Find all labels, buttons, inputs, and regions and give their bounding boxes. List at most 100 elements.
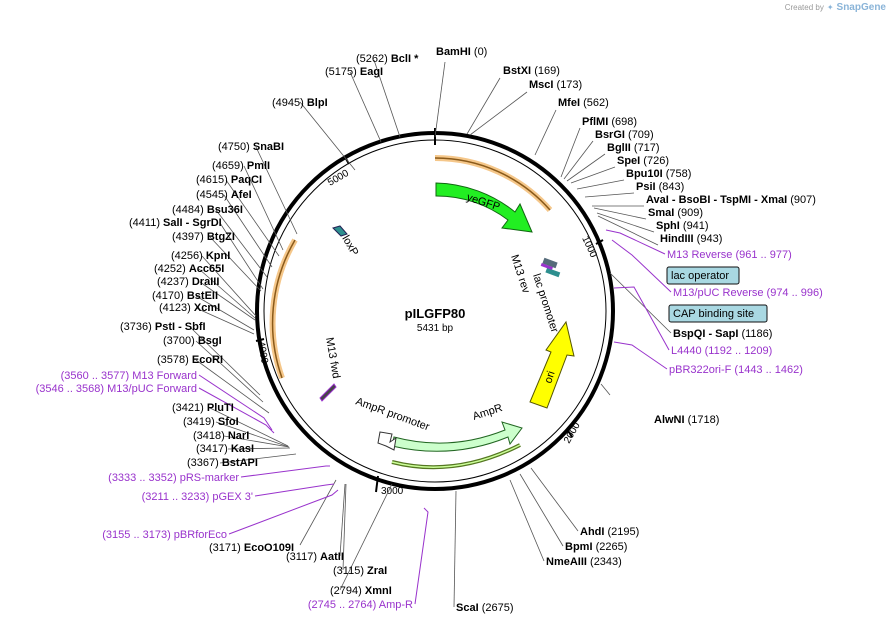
primer-label-amp-r: (2745 .. 2764) Amp-R [308, 599, 413, 611]
site-leader-lines [189, 59, 672, 608]
site-position: (941) [683, 220, 709, 232]
site-position: (758) [666, 168, 692, 180]
site-name: PaqCI [231, 174, 262, 186]
site-leader [227, 447, 291, 450]
site-position: (3578) [157, 354, 189, 366]
site-name: PsiI [636, 181, 656, 193]
site-label-ahdi: AhdI (2195) [580, 526, 639, 538]
tick-label-2000: 2000 [562, 420, 583, 445]
site-label-paqci: (4615) PaqCI [196, 174, 262, 186]
primer-leader [611, 239, 672, 293]
site-position: (4659) [212, 160, 244, 172]
site-name: PluTI [207, 402, 234, 414]
primer-marker-rev [540, 263, 553, 270]
ampr-direction-arc-inner [391, 444, 521, 468]
site-label-bsu36i: (4484) Bsu36I [172, 204, 243, 216]
site-text: AvaI - BsoBI - TspMI - XmaI (907) [646, 194, 816, 206]
site-position: (3736) [120, 321, 152, 333]
site-name: Bsu36I [207, 204, 243, 216]
site-name: SmaI [648, 207, 674, 219]
site-leader [223, 194, 273, 268]
site-position: (943) [697, 233, 723, 245]
site-position: (3115) [333, 565, 364, 577]
site-name: MfeI [558, 97, 580, 109]
site-label-xmni: (2794) XmnI [330, 585, 392, 597]
site-text: MfeI (562) [558, 97, 609, 109]
site-name: NmeAIII [546, 556, 587, 568]
loxp-marker [332, 225, 348, 237]
primer-label-pbr322ori-f: pBR322ori-F (1443 .. 1462) [669, 364, 803, 376]
site-label-nmeaiii: NmeAIII (2343) [546, 556, 622, 568]
site-name: SpeI [617, 155, 640, 167]
site-name: PmlI [247, 160, 270, 172]
site-leader [199, 281, 256, 321]
site-text: AlwNI (1718) [654, 414, 719, 426]
site-position: (1718) [688, 414, 720, 426]
site-position: (4397) [172, 231, 204, 243]
primer-label-pbrforeco: (3155 .. 3173) pBRforEco [102, 529, 227, 541]
site-text: BstXI (169) [503, 65, 560, 77]
site-position: (3367) [187, 457, 219, 469]
site-text: PflMI (698) [582, 116, 637, 128]
site-position: (4484) [172, 204, 204, 216]
site-name: AhdI [580, 526, 604, 538]
site-text: (3115) ZraI [333, 565, 387, 577]
site-leader [530, 467, 579, 532]
site-leader [600, 383, 611, 396]
site-label-bsteii: (4170) BstEII [152, 290, 218, 302]
site-text: (2794) XmnI [330, 585, 392, 597]
site-leader [519, 473, 564, 547]
site-text: (4545) AfeI [196, 189, 252, 201]
site-text: BspQI - SapI (1186) [673, 328, 772, 340]
plasmid-name: pILGFP80 [405, 306, 466, 321]
site-position: (562) [583, 97, 609, 109]
site-name: ScaI [456, 602, 479, 614]
site-position: (4123) [159, 302, 191, 314]
ampr-feature [391, 421, 523, 452]
site-name: SfoI [218, 416, 239, 428]
site-label-bamhi: BamHI (0) [436, 46, 487, 58]
site-label-acc65i: (4252) Acc65I [154, 263, 224, 275]
site-label-bcli-: (5262) BclI * [356, 53, 419, 65]
site-label-eagi: (5175) EagI [325, 66, 383, 78]
site-leader [469, 91, 528, 136]
site-leader [198, 268, 256, 319]
site-leader [509, 479, 545, 562]
site-leader [223, 435, 290, 448]
site-label-kpni: (4256) KpnI [171, 250, 230, 262]
site-leader [609, 272, 672, 334]
site-label-xcmi: (4123) XcmI [159, 302, 220, 314]
site-position: (4252) [154, 263, 186, 275]
site-position: (3117) [286, 551, 317, 563]
site-position: (4237) [157, 276, 189, 288]
site-leader [593, 207, 647, 220]
primer-label-l4440: L4440 (1192 .. 1209) [671, 345, 772, 357]
site-name: NarI [228, 430, 249, 442]
site-text: SmaI (909) [648, 207, 703, 219]
site-position: (173) [557, 79, 583, 91]
site-name: BlpI [307, 97, 328, 109]
site-name: AfeI [231, 189, 252, 201]
site-name: KpnI [206, 250, 230, 262]
site-name: BglII [607, 142, 631, 154]
site-position: (4615) [196, 174, 228, 186]
site-leader [584, 192, 635, 198]
tick-label-3000: 3000 [381, 486, 404, 497]
site-leader [243, 165, 284, 251]
site-position: (4256) [171, 250, 203, 262]
site-leader [570, 166, 616, 184]
site-leader [453, 490, 457, 608]
snapgene-logo-icon: ✦ [826, 3, 834, 12]
site-position: (1186) [741, 328, 772, 340]
primer-label-m13-puc-forward: (3546 .. 3568) M13/pUC Forward [36, 383, 197, 395]
ampr-promoter-label: AmpR promoter [354, 396, 431, 434]
site-position: (2265) [596, 541, 628, 553]
primer-labels: M13 Reverse (961 .. 977)M13/pUC Reverse … [36, 249, 823, 611]
site-text: (3419) SfoI [183, 416, 239, 428]
site-position: (169) [534, 65, 560, 77]
site-text: (4237) DraIII [157, 276, 219, 288]
site-position: (0) [474, 46, 487, 58]
site-leader [215, 209, 268, 278]
loxp-label: loxP [339, 234, 360, 259]
